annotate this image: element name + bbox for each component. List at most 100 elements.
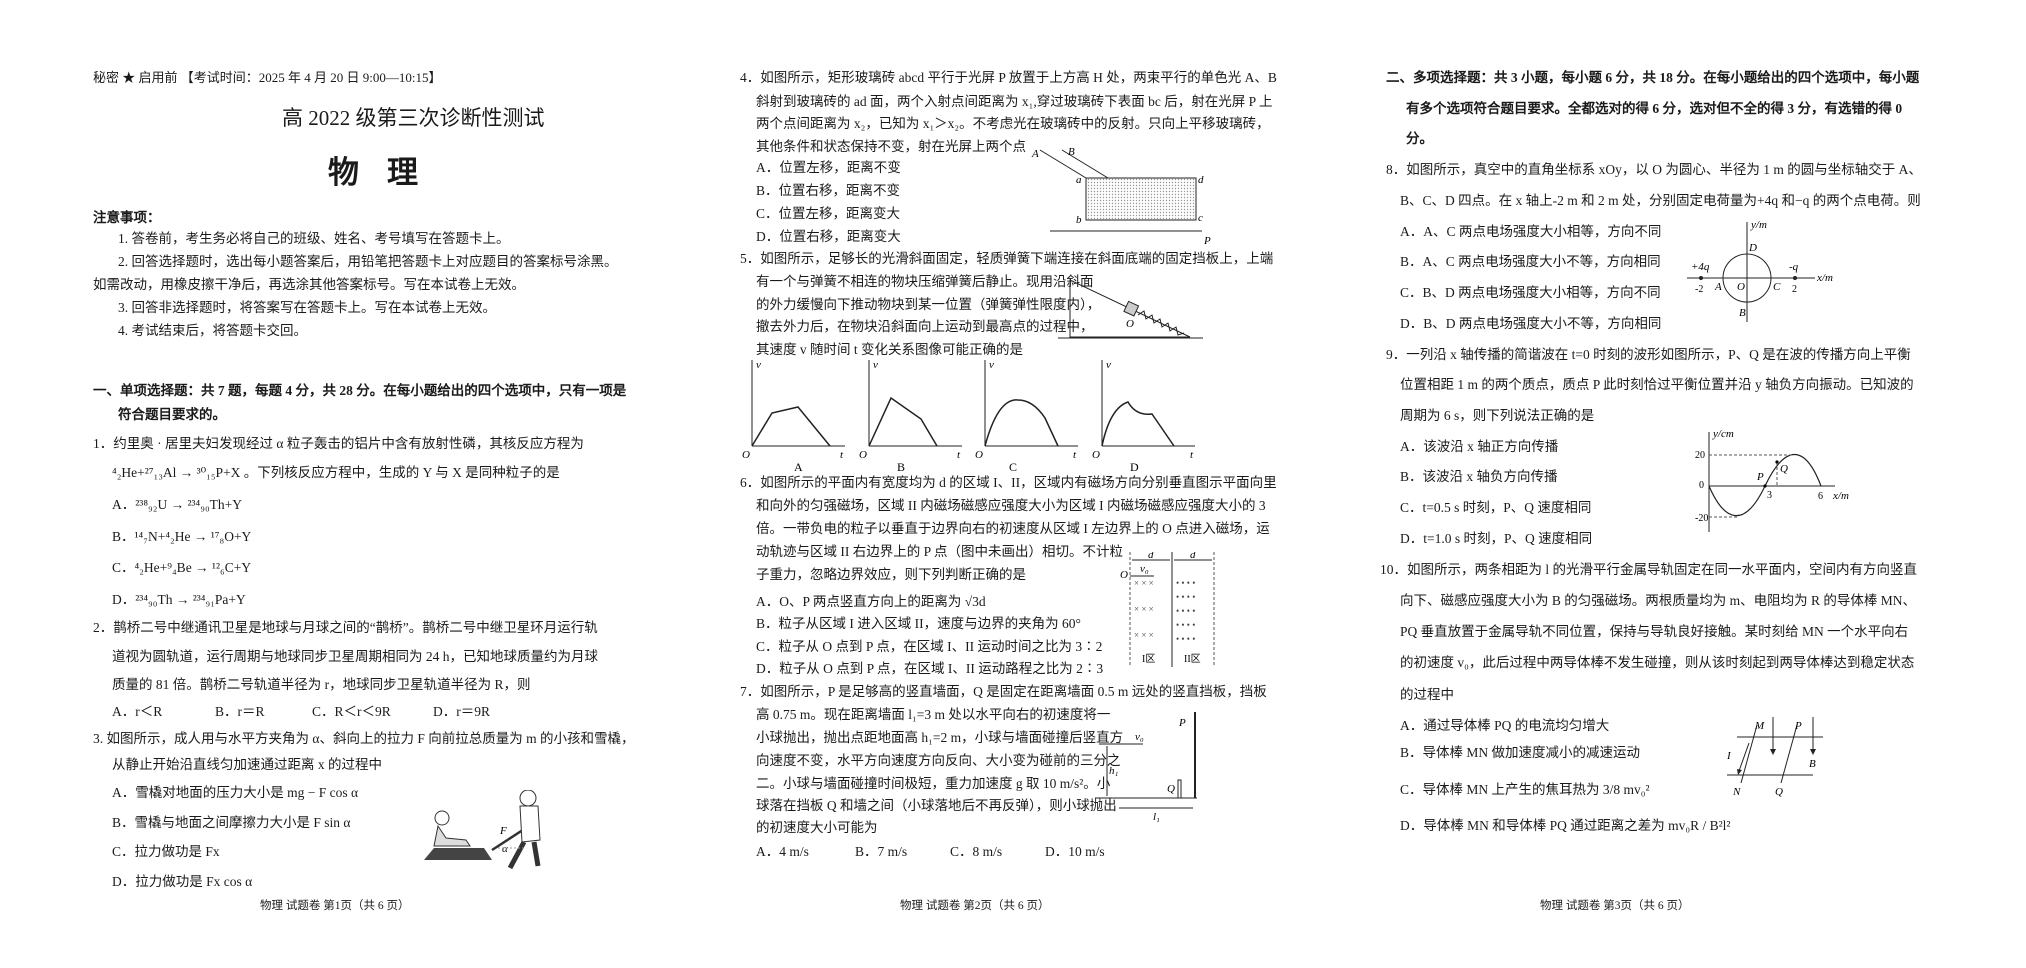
question-text: 两个点间距离为 x₂，已知为 x₁＞x₂。不考虑光在玻璃砖中的反射。只向上平移玻… xyxy=(756,116,1270,131)
option-c[interactable]: C．t=0.5 s 时刻，P、Q 速度相同 xyxy=(1400,500,1592,515)
axis-v: v xyxy=(873,359,878,371)
question-text: 的初速度大小可能为 xyxy=(756,820,878,835)
label-a: A xyxy=(1031,148,1039,160)
question-text: 质量的 81 倍。鹊桥二号轨道半径为 r，地球同步卫星轨道半径为 R，则 xyxy=(112,677,531,692)
question-text: 5．如图所示，足够长的光滑斜面固定，轻质弹簧下端连接在斜面底端的固定挡板上，上端 xyxy=(740,251,1274,266)
option-c[interactable]: C．8 m/s xyxy=(950,844,1003,859)
label-b: B xyxy=(1068,146,1075,158)
option-d[interactable]: D．r＝9R xyxy=(433,704,490,719)
option-d[interactable]: D．B、D 两点电场强度大小不等，方向相同 xyxy=(1400,316,1662,331)
corner-a: a xyxy=(1076,174,1082,186)
option-d[interactable]: D．粒子从 O 点到 P 点，在区域 I、II 运动路程之比为 2∶3 xyxy=(756,661,1104,676)
option-a[interactable]: A．位置左移，距离不变 xyxy=(756,160,901,175)
question-text: 二。小球与墙面碰撞时间极短，重力加速度 g 取 10 m/s²。小 xyxy=(756,776,1111,791)
corner-b: b xyxy=(1076,214,1082,226)
magnetic-field-figure: d d O v₀ × × ×× × ×× × × • • • •• • • ••… xyxy=(1120,552,1215,667)
option-b[interactable]: B．粒子从区域 I 进入区域 II，速度与边界的夹角为 60° xyxy=(756,616,1081,631)
origin: O xyxy=(975,449,983,461)
question-text: 动轨迹与区域 II 右边界上的 P 点（图中未画出）相切。不计粒 xyxy=(756,544,1123,559)
option-c[interactable]: C．⁴₂He+⁹₄Be → ¹²₆C+Y xyxy=(112,560,252,575)
point-o: O xyxy=(1126,318,1134,330)
page-footer: 物理 试题卷 第1页（共 6 页） xyxy=(260,900,410,912)
width-d: d xyxy=(1190,552,1196,561)
option-c[interactable]: C．导体棒 MN 上产生的焦耳热为 3/8 mv₀² xyxy=(1400,782,1650,797)
question-text: 3. 如图所示，成人用与水平方夹角为 α、斜向上的拉力 F 向前拉总质量为 m … xyxy=(93,731,635,746)
graph-a: v t O A xyxy=(742,359,845,473)
option-b[interactable]: B．导体棒 MN 做加速度减小的减速运动 xyxy=(1400,745,1641,760)
barrier-label: Q xyxy=(1167,783,1175,795)
option-a[interactable]: A．A、C 两点电场强度大小相等，方向不同 xyxy=(1400,224,1662,239)
option-b[interactable]: B．r＝R xyxy=(215,704,265,719)
y-axis-label: y/cm xyxy=(1712,428,1734,440)
option-c[interactable]: C．R＜r＜9R xyxy=(312,704,391,719)
question-text: 倍。一带负电的粒子以垂直于边界向右的初速度从区域 I 左边界上的 O 点进入磁场… xyxy=(756,521,1270,536)
question-text: 高 0.75 m。现在距离墙面 l₁=3 m 处以水平向右的初速度将一 xyxy=(756,707,1111,722)
option-a[interactable]: A．该波沿 x 轴正方向传播 xyxy=(1400,439,1559,454)
graph-c: v t O C xyxy=(975,359,1078,473)
option-a[interactable]: A．r＜R xyxy=(112,704,163,719)
y-axis-label: y/m xyxy=(1750,219,1767,231)
svg-text:• • • •: • • • • xyxy=(1176,634,1195,644)
option-a[interactable]: A．4 m/s xyxy=(756,844,809,859)
option-b[interactable]: B．¹⁴₇N+⁴₂He → ¹⁷₈O+Y xyxy=(112,529,252,544)
distance-l1: l₁ xyxy=(1153,811,1160,822)
question-text: 其速度 v 随时间 t 变化关系图像可能正确的是 xyxy=(756,342,1024,357)
option-b[interactable]: B．位置右移，距离不变 xyxy=(756,183,901,198)
option-c[interactable]: C．B、D 两点电场强度大小相等，方向不同 xyxy=(1400,285,1661,300)
question-text: 4．如图所示，矩形玻璃砖 abcd 平行于光屏 P 放置于上方高 H 处，两束平… xyxy=(740,70,1277,85)
option-a[interactable]: A．通过导体棒 PQ 的电流均匀增大 xyxy=(1400,718,1610,733)
svg-text:× × ×: × × × xyxy=(1134,604,1154,614)
question-text: 8．如图所示，真空中的直角坐标系 xOy，以 O 为圆心、半径为 1 m 的圆与… xyxy=(1386,162,1922,177)
question-text: PQ 垂直放置于金属导轨不同位置，保持与导轨良好接触。某时刻给 MN 一个水平向… xyxy=(1400,624,1909,639)
option-c[interactable]: C．位置左移，距离变大 xyxy=(756,206,901,221)
option-d[interactable]: D．²³⁴₉₀Th → ²³⁴₉₁Pa+Y xyxy=(112,592,246,607)
tick-2: 2 xyxy=(1792,284,1797,295)
graph-label: B xyxy=(897,460,905,473)
svg-text:• • • •: • • • • xyxy=(1176,578,1195,588)
point-p: P xyxy=(1756,471,1764,483)
question-text: 斜射到玻璃砖的 ad 面，两个入射点间距离为 x₁,穿过玻璃砖下表面 bc 后，… xyxy=(756,94,1273,109)
svg-text:× × ×: × × × xyxy=(1134,630,1154,640)
option-d[interactable]: D．拉力做功是 Fx cos α xyxy=(112,874,253,889)
corner-c: c xyxy=(1198,212,1203,224)
point-b: B xyxy=(1739,307,1746,319)
question-text: 球落在挡板 Q 和墙之间（小球落地后不再反弹），则小球抛出 xyxy=(756,798,1117,813)
tick-minus-20: -20 xyxy=(1695,513,1708,524)
angle-label: α xyxy=(502,843,508,855)
option-b[interactable]: B．7 m/s xyxy=(855,844,908,859)
question-text: 小球抛出，抛出点距地面高 h₁=2 m，小球与墙面碰撞后竖直方 xyxy=(756,730,1124,745)
velocity-v0: v₀ xyxy=(1140,563,1149,575)
label-n: N xyxy=(1732,786,1741,797)
graph-label: D xyxy=(1130,460,1139,473)
notes-heading: 注意事项： xyxy=(93,210,161,225)
question-text: 6．如图所示的平面内有宽度均为 d 的区域 I、II，区域内有磁场方向分别垂直图… xyxy=(740,475,1277,490)
option-c[interactable]: C．粒子从 O 点到 P 点，在区域 I、II 运动时间之比为 3∶2 xyxy=(756,639,1103,654)
option-c[interactable]: C．拉力做功是 Fx xyxy=(112,844,220,859)
option-b[interactable]: B．雪橇与地面之间摩擦力大小是 F sin α xyxy=(112,815,351,830)
graph-label: C xyxy=(1009,460,1017,473)
question-text: 向下、磁感应强度大小为 B 的匀强磁场。两根质量均为 m、电阻均为 R 的导体棒… xyxy=(1400,593,1917,608)
page-footer: 物理 试题卷 第2页（共 6 页） xyxy=(900,900,1050,912)
option-a[interactable]: A．雪橇对地面的压力大小是 mg − F cos α xyxy=(112,785,359,800)
graph-b: v t O B xyxy=(859,359,962,473)
point-q: Q xyxy=(1780,463,1788,475)
question-text: 道视为圆轨道，运行周期与地球同步卫星周期相同为 24 h，已知地球质量约为月球 xyxy=(112,649,598,664)
option-a[interactable]: A．O、P 两点竖直方向上的距离为 √3d xyxy=(756,594,986,609)
question-text: 的外力缓慢向下推动物块到某一位置（弹簧弹性限度内）， xyxy=(756,297,1101,312)
option-b[interactable]: B．该波沿 x 轴负方向传播 xyxy=(1400,469,1558,484)
note-line: 如需改动，用橡皮擦干净后，再选涂其他答案标号。写在本试卷上无效。 xyxy=(93,277,525,292)
option-d[interactable]: D．t=1.0 s 时刻，P、Q 速度相同 xyxy=(1400,531,1593,546)
question-text: 的过程中 xyxy=(1400,687,1454,702)
section-heading: 有多个选项符合题目要求。全都选对的得 6 分，选对但不全的得 3 分，有选错的得… xyxy=(1406,101,1903,116)
option-d[interactable]: D．10 m/s xyxy=(1045,844,1105,859)
note-line: 1. 答卷前，考生务必将自己的班级、姓名、考号填写在答题卡上。 xyxy=(118,231,510,246)
option-b[interactable]: B．A、C 两点电场强度大小不等，方向相同 xyxy=(1400,254,1661,269)
option-d[interactable]: D．位置右移，距离变大 xyxy=(756,229,901,244)
question-text: 1．约里奥 · 居里夫妇发现经过 α 粒子轰击的铝片中含有放射性磷，其核反应方程… xyxy=(93,436,584,451)
corner-d: d xyxy=(1198,174,1204,186)
incline-spring-figure: O xyxy=(1058,279,1203,339)
option-d[interactable]: D．导体棒 MN 和导体棒 PQ 通过距离之差为 mv₀R / B²l² xyxy=(1400,818,1731,833)
option-a[interactable]: A．²³⁸₉₂U → ²³⁴₉₀Th+Y xyxy=(112,497,243,512)
force-label: F xyxy=(499,825,507,837)
charge-positive: +4q xyxy=(1691,261,1710,273)
